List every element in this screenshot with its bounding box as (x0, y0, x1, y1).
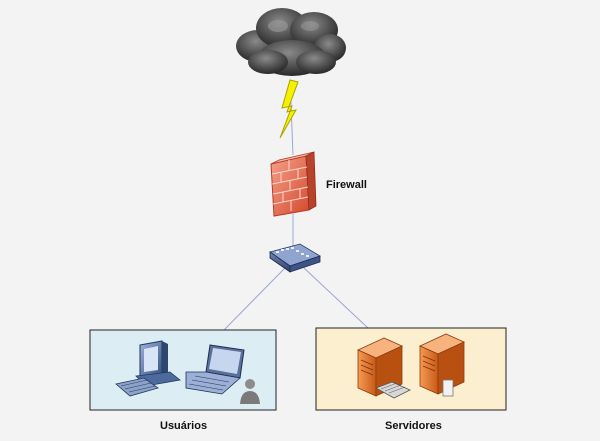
servers-label: Servidores (385, 420, 442, 432)
user-icon (240, 379, 260, 404)
server-icon (357, 337, 411, 399)
servers-panel (315, 327, 507, 411)
server-icon (419, 333, 465, 397)
users-label: Usuários (160, 420, 208, 432)
firewall-label: Firewall (326, 179, 367, 191)
firewall-icon (270, 151, 317, 217)
switch-servers-link (303, 267, 369, 329)
cloud-icon (236, 8, 346, 76)
laptop-icon (185, 344, 245, 395)
desktop-computer-icon (115, 340, 181, 397)
switch-users-link (223, 267, 286, 331)
switch-icon (269, 243, 321, 273)
lightning-icon (279, 79, 299, 139)
